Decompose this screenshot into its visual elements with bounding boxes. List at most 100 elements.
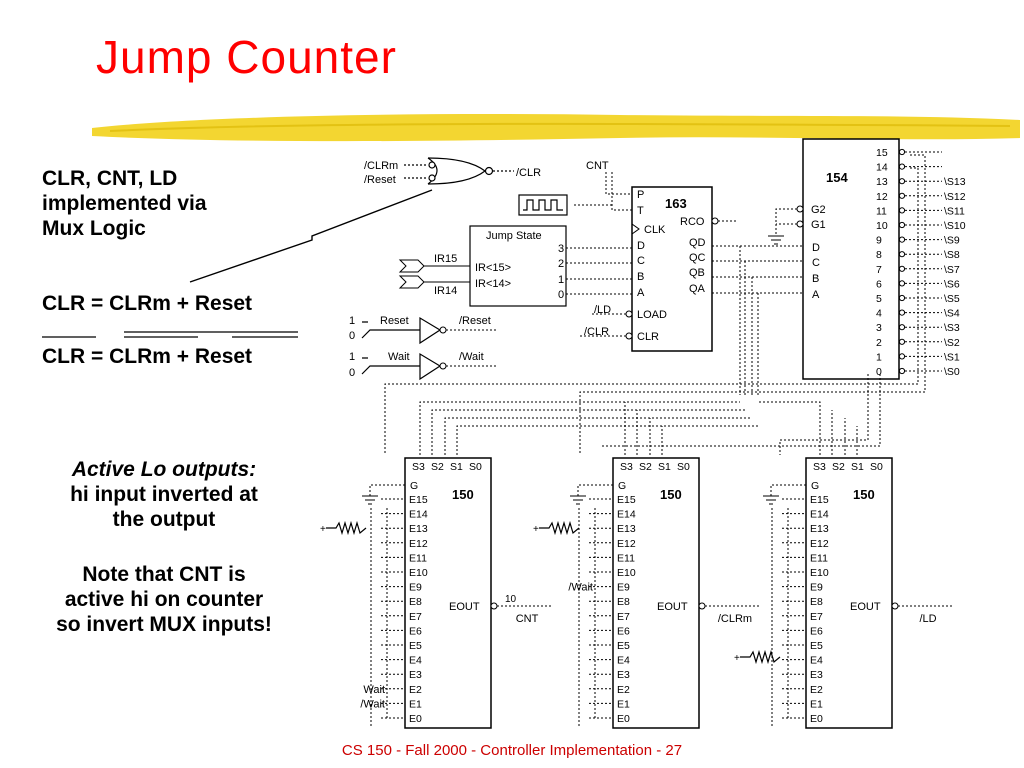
- jump-state-out-1: 1: [558, 274, 564, 286]
- mux-g-wire: [577, 484, 613, 496]
- mux-input-pin: E1: [409, 698, 422, 710]
- counter-pin-t: T: [637, 205, 644, 217]
- counter-pin-a: A: [637, 287, 645, 299]
- decoder-signal-label: \S12: [944, 191, 966, 203]
- wait-buffer: 1 0 Wait /Wait: [349, 351, 496, 381]
- mux-input-pin: E12: [810, 538, 829, 550]
- decoder-output-number: 10: [876, 220, 888, 232]
- counter-to-decoder-wires: [712, 220, 803, 395]
- mux-input-pin: E9: [617, 582, 630, 594]
- counter-pin-qb: QB: [689, 267, 705, 279]
- mux-g-pin: G: [618, 480, 626, 492]
- or-out-label: /CLR: [516, 167, 541, 179]
- decoder-output-number: 15: [876, 147, 888, 159]
- mux-eout-bubble: [891, 602, 899, 610]
- decoder-in-d: D: [812, 242, 820, 254]
- counter-pin-b: B: [637, 271, 644, 283]
- ir-inputs: [398, 259, 470, 289]
- mux-chip-label: 150: [853, 487, 875, 502]
- mux-input-pin: E0: [810, 713, 823, 725]
- ground-icon: [763, 495, 779, 505]
- decoder-output-bubble: [898, 207, 906, 214]
- mux-select-pin: S0: [870, 461, 883, 473]
- mux-input-pin: E0: [617, 713, 630, 725]
- decoder-output-number: 12: [876, 191, 888, 203]
- counter-pin-d: D: [637, 240, 645, 252]
- mux-input-pin: E0: [409, 713, 422, 725]
- decoder-output-bubble: [898, 178, 906, 185]
- note-line: so invert MUX inputs!: [56, 613, 272, 636]
- counter-pin-qd: QD: [689, 237, 706, 249]
- counter-pin-c: C: [637, 255, 645, 267]
- jump-state-out-2: 2: [558, 258, 564, 270]
- mux-g-wire: [369, 484, 405, 496]
- counter-pin-load: LOAD: [637, 309, 667, 321]
- reset-lo: 0: [349, 330, 355, 342]
- note-text: Note that CNT is active hi on counter so…: [28, 562, 300, 637]
- mux-input-pin: E15: [409, 494, 428, 506]
- decoder-output-number: 8: [876, 249, 882, 261]
- or-gate: [404, 157, 514, 185]
- counter-pin-rco: RCO: [680, 216, 705, 228]
- cnt-label: CNT: [586, 160, 609, 172]
- mux-input-pin: E8: [409, 596, 422, 608]
- mux-select-pin: S1: [450, 461, 463, 473]
- equation-overbars: [42, 331, 298, 338]
- decoder-output-bubble: [898, 236, 906, 243]
- decoder-output-bubble: [898, 367, 906, 375]
- mux-chip-body: [805, 457, 893, 729]
- counter-pin-qa: QA: [689, 283, 706, 295]
- decoder-output-number: 1: [876, 351, 882, 363]
- decoder-output-bubble: [898, 280, 906, 287]
- wait-out-label: /Wait: [459, 351, 484, 363]
- mux-eout-bubble: [490, 602, 498, 610]
- intro-text: CLR, CNT, LD implemented via Mux Logic: [42, 166, 207, 241]
- plus-sign: +: [734, 653, 740, 664]
- mux-select-pin: S2: [639, 461, 652, 473]
- mux-input-pin: E14: [810, 509, 829, 521]
- decoder-output-bubble: [898, 324, 906, 331]
- mux-input-pin: E10: [617, 567, 636, 579]
- mux-input-pin: E8: [810, 596, 823, 608]
- mux-input-pin: E4: [810, 655, 823, 667]
- mux-g-pin: G: [410, 480, 418, 492]
- decoder-output-number: 4: [876, 308, 882, 320]
- jump-state-row-ir14: IR<14>: [475, 278, 511, 290]
- mux-input-pin: E5: [617, 640, 630, 652]
- mux-output-signal: CNT: [516, 613, 539, 625]
- decoder-output-bubble: [898, 309, 906, 316]
- counter-163: 163 P T CLK D C B A LOAD CLR RCO QD QC Q…: [625, 186, 719, 352]
- mux-output-value: 10: [505, 594, 517, 605]
- jump-state-out-3: 3: [558, 243, 564, 255]
- mux-input-pin: E6: [810, 625, 823, 637]
- mux-select-pin: S2: [832, 461, 845, 473]
- mux-input-pin: E7: [409, 611, 422, 623]
- mux-select-pin: S1: [658, 461, 671, 473]
- mux-input-label: /Wait: [568, 582, 593, 594]
- decoder-154: 154 G2 G1 D C B A: [768, 138, 900, 380]
- or-in1-label: /CLRm: [364, 160, 398, 172]
- decoder-output-number: 14: [876, 162, 888, 174]
- mux-select-pin: S2: [431, 461, 444, 473]
- wait-lo: 0: [349, 367, 355, 379]
- mux-input-pin: E12: [617, 538, 636, 550]
- note-line: Note that CNT is: [82, 563, 246, 586]
- counter-wires: [566, 172, 632, 337]
- decoder-output-number: 11: [876, 205, 887, 217]
- decoder-signal-label: \S6: [944, 278, 960, 290]
- mux-eout-pin: EOUT: [449, 601, 480, 613]
- decoder-output-bubble: [898, 192, 906, 199]
- decoder-output-number: 9: [876, 235, 882, 247]
- decoder-chip-label: 154: [826, 170, 848, 185]
- pullup-resistor-icon: +: [734, 649, 781, 665]
- mux-chip-label: 150: [660, 487, 682, 502]
- ground-icon: [570, 495, 586, 505]
- decoder-signal-label: \S4: [944, 308, 960, 320]
- select-bus: [384, 154, 926, 455]
- decoder-output-number: 0: [876, 366, 882, 378]
- mux-select-pin: S3: [620, 461, 633, 473]
- mux-input-pin: E7: [810, 611, 823, 623]
- decoder-in-g2: G2: [811, 204, 826, 216]
